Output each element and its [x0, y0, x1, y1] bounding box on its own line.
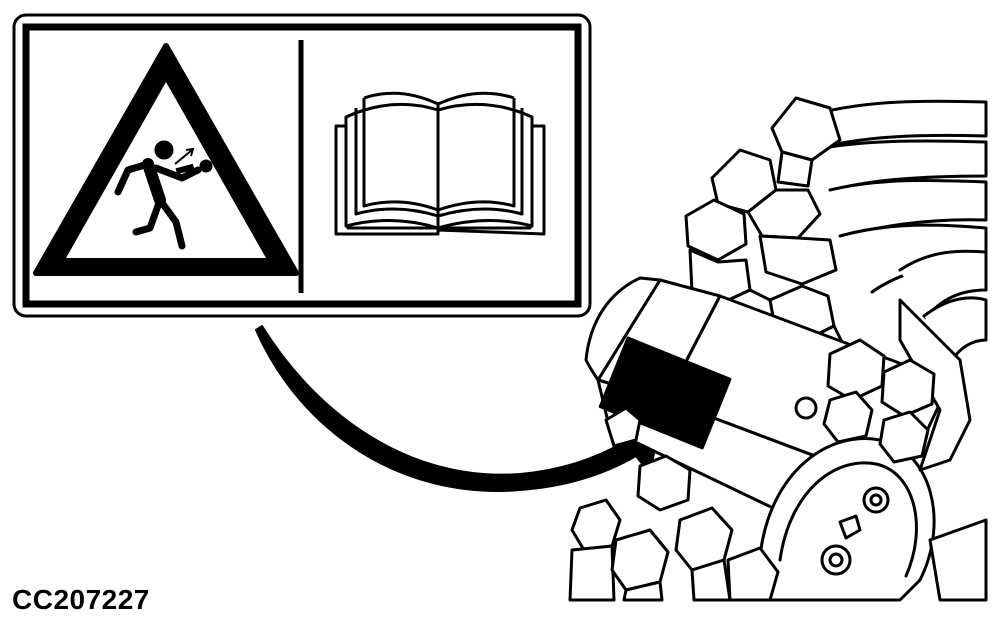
- falling-person-icon: [114, 140, 213, 250]
- end-flange: [758, 437, 936, 602]
- figure-id-label: CC207227: [12, 584, 150, 615]
- safety-decal: [12, 13, 592, 318]
- black-decal-patch: [598, 336, 732, 450]
- operator-manual-book-icon: [334, 91, 546, 236]
- valve-fittings: [794, 338, 936, 464]
- hydraulic-valve-manifold: [568, 96, 988, 602]
- hazard-arrow-icon: [174, 147, 195, 165]
- slip-fall-hazard-icon: [33, 43, 299, 276]
- lower-fittings: [568, 406, 780, 602]
- side-bracket: [898, 298, 988, 602]
- hydraulic-hoses: [798, 99, 988, 362]
